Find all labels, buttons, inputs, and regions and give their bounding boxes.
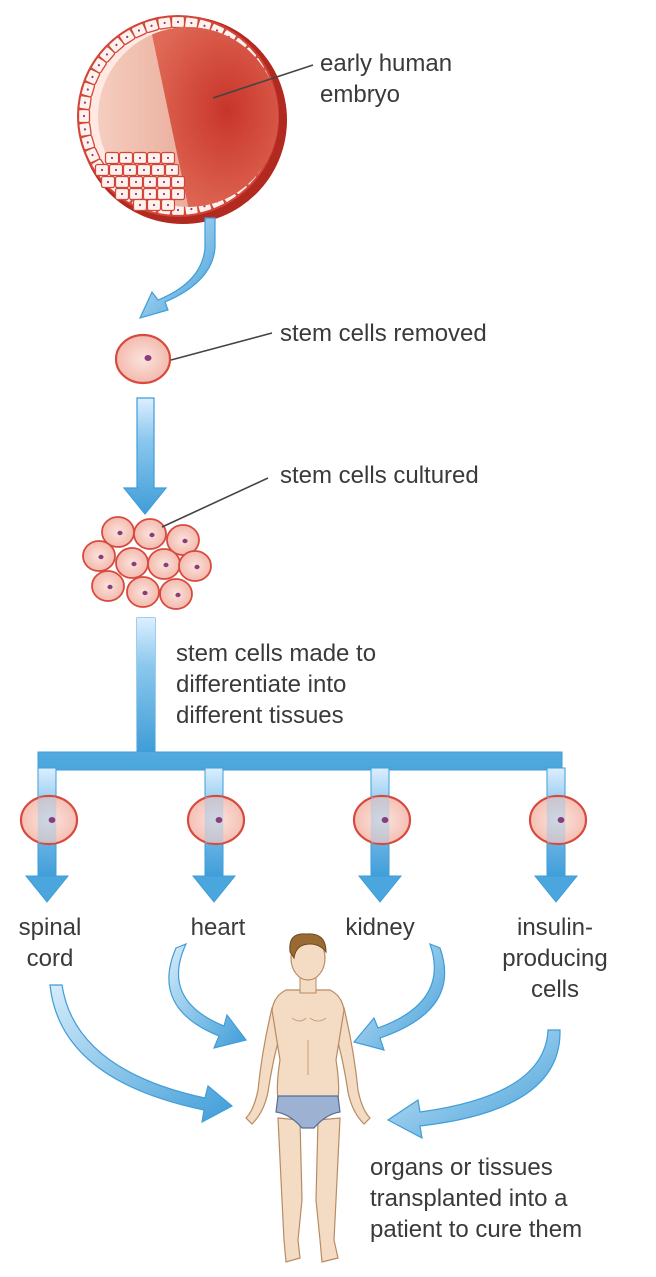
cultured-cell <box>147 548 181 580</box>
label-early-embryo: early human embryo <box>320 50 453 108</box>
embryo-ring-cell <box>170 15 186 29</box>
branch-spinal-cord <box>19 767 79 903</box>
cultured-cell <box>115 547 149 579</box>
inner-mass-cell <box>114 187 130 201</box>
branch-arrows <box>19 767 588 903</box>
label-stem-cells-removed: stem cells removed <box>280 320 487 347</box>
patient-hair <box>289 933 327 960</box>
patient-figure <box>245 933 371 1263</box>
label-insulin-producing-cells: insulin- producing cells <box>502 914 608 1003</box>
cultured-cell <box>126 576 160 608</box>
inner-mass-cell <box>150 163 166 177</box>
removed-pointer-line <box>170 332 273 361</box>
inner-mass-cell <box>164 163 180 177</box>
arrow-heart <box>168 942 248 1049</box>
cultured-cell <box>178 550 212 582</box>
embryo-ring-cell <box>157 16 173 30</box>
cultured-cell <box>133 518 167 550</box>
embryo-ring-cell <box>78 121 92 137</box>
inner-mass-cell <box>122 163 138 177</box>
embryo-ring-cell <box>78 95 92 111</box>
label-spinal-cord: spinal cord <box>18 914 82 972</box>
inner-mass-cell <box>132 151 148 165</box>
inner-mass-cell <box>170 187 186 201</box>
label-transplant: organs or tissues transplanted into a pa… <box>370 1154 583 1243</box>
trunk-shaft <box>137 618 155 752</box>
inner-mass-cell <box>100 175 116 189</box>
label-kidney: kidney <box>345 914 415 941</box>
stem-cell-removed <box>114 333 172 385</box>
cultured-cell <box>159 578 193 610</box>
inner-mass-cell <box>146 151 162 165</box>
inner-mass-cell <box>108 163 124 177</box>
inner-mass-cell <box>104 151 120 165</box>
label-stem-cells-cultured: stem cells cultured <box>280 462 479 489</box>
inner-mass-cell <box>94 163 110 177</box>
inner-mass-cell <box>160 198 176 212</box>
branch-heart <box>186 767 246 903</box>
inner-mass-cell <box>170 175 186 189</box>
inner-mass-cell <box>114 175 130 189</box>
inner-mass-cell <box>160 151 176 165</box>
arrow-insulin <box>386 1029 561 1140</box>
cultured-pointer-line <box>161 477 269 528</box>
cultured-cell <box>82 540 116 572</box>
arrows-to-patient <box>49 942 561 1140</box>
arrow-removed-to-cultured <box>122 397 168 515</box>
inner-mass-cell <box>128 187 144 201</box>
patient-briefs <box>275 1095 341 1129</box>
embryo-pointer-line <box>212 64 314 99</box>
inner-mass-cell <box>136 163 152 177</box>
inner-cell-mass <box>94 151 186 212</box>
inner-mass-cell <box>156 187 172 201</box>
inner-mass-cell <box>132 198 148 212</box>
cultured-cell-cluster <box>82 516 212 610</box>
inner-mass-cell <box>146 198 162 212</box>
branch-insulin <box>528 767 588 903</box>
inner-mass-cell <box>118 151 134 165</box>
inner-mass-cell <box>142 175 158 189</box>
label-differentiate: stem cells made to differentiate into di… <box>176 640 377 729</box>
embryo-inner-cavity <box>98 27 278 207</box>
inner-mass-cell <box>128 175 144 189</box>
early-embryo <box>77 15 287 224</box>
arrow-embryo-to-cell <box>138 217 216 319</box>
arrow-kidney <box>352 942 446 1051</box>
branch-kidney <box>352 767 412 903</box>
embryo-ring-cell <box>77 108 91 124</box>
inner-mass-cell <box>156 175 172 189</box>
label-heart: heart <box>190 914 246 941</box>
cultured-cell <box>91 570 125 602</box>
arrow-spinal-cord <box>49 984 234 1124</box>
inner-mass-cell <box>142 187 158 201</box>
